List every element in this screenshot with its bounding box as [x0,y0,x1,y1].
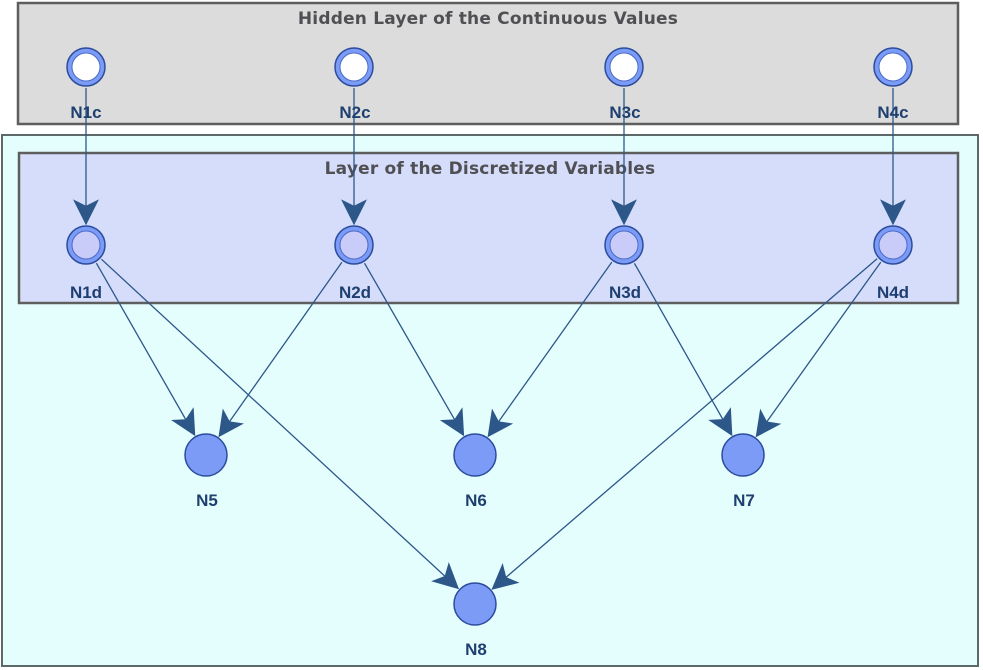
node-label-n4d: N4d [877,283,909,302]
node-inner-circle [339,230,369,260]
node-inner-circle [339,52,369,82]
node-label-n8: N8 [465,640,487,659]
node-label-n7: N7 [733,491,755,510]
node-label-n2c: N2c [339,103,370,122]
node-inner-circle [71,52,101,82]
node-inner-circle [609,52,639,82]
hidden-layer-box [16,1,960,126]
node-circle[interactable] [184,433,228,477]
node-label-n3d: N3d [609,283,641,302]
node-n1c[interactable]: N1c [66,47,106,122]
node-circle[interactable] [453,582,497,626]
node-n7[interactable]: N7 [721,433,765,510]
discretized-layer-title: Layer of the Discretized Variables [325,159,656,179]
node-n3d[interactable]: N3d [604,225,644,302]
node-n6[interactable]: N6 [453,433,497,510]
edge-n3d-to-n7 [633,262,733,437]
node-n2d[interactable]: N2d [334,225,374,302]
node-inner-circle [71,230,101,260]
edge-n2d-to-n6 [363,262,465,437]
node-label-n4c: N4c [877,103,908,122]
edge-n1d-to-n5 [95,262,196,437]
node-label-n6: N6 [465,491,487,510]
discretized-layer-box [17,151,960,305]
edge-n4d-to-n7 [755,261,882,438]
hidden-layer-title: Hidden Layer of the Continuous Values [298,9,678,29]
node-label-n5: N5 [196,491,218,510]
node-label-n1d: N1d [70,283,102,302]
edge-n3d-to-n6 [487,261,613,438]
node-n1d[interactable]: N1d [66,225,106,302]
node-label-n1c: N1c [70,103,101,122]
node-inner-circle [609,230,639,260]
node-inner-circle [878,230,908,260]
node-n3c[interactable]: N3c [604,47,644,122]
node-n4c[interactable]: N4c [873,47,913,122]
edges-group [73,88,906,590]
node-label-n3c: N3c [609,103,640,122]
node-circle[interactable] [453,433,497,477]
edge-n4d-to-n8 [491,258,878,590]
edge-n1d-to-n8 [100,258,460,590]
node-label-n2d: N2d [339,283,371,302]
node-circle[interactable] [721,433,765,477]
node-n2c[interactable]: N2c [334,47,374,122]
node-n8[interactable]: N8 [453,582,497,659]
node-inner-circle [878,52,908,82]
node-n5[interactable]: N5 [184,433,228,510]
node-n4d[interactable]: N4d [873,225,913,302]
edge-n2d-to-n5 [218,261,343,438]
